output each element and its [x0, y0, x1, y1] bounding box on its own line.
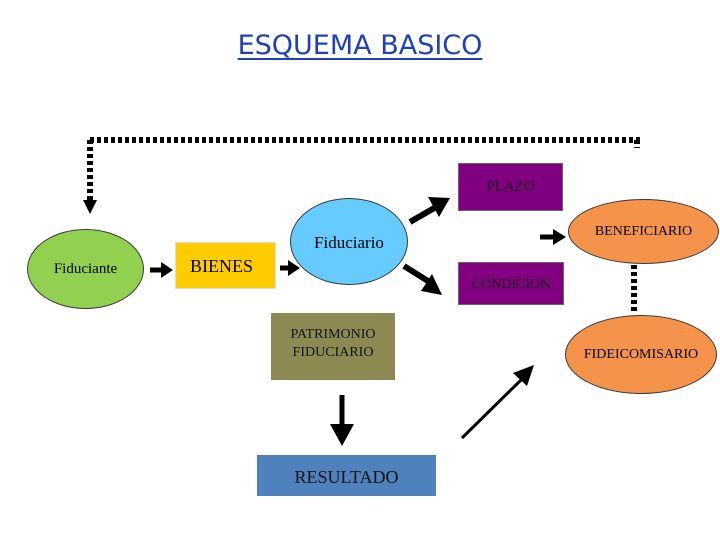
patrimonio-line-2: FIDUCIARIO — [292, 345, 374, 360]
dotted-loop — [83, 137, 640, 214]
arrow-fiduciario-plazo — [408, 197, 450, 225]
fideicomisario-node: FIDEICOMISARIO — [565, 315, 717, 394]
resultado-node: RESULTADO — [257, 455, 436, 496]
bienes-node: BIENES — [175, 242, 276, 289]
patrimonio-fiduciario-node: PATRIMONIO FIDUCIARIO — [271, 313, 395, 380]
condicion-node: CONDICION — [458, 262, 564, 305]
fiduciante-node: Fiduciante — [27, 229, 144, 309]
page-title: ESQUEMA BASICO — [237, 30, 483, 61]
arrow-plazo-beneficiario — [540, 229, 566, 245]
plazo-node: PLAZO — [458, 163, 563, 211]
arrow-fiduciario-condicion — [402, 263, 442, 295]
patrimonio-line-1: PATRIMONIO — [290, 327, 376, 342]
fiduciario-node: Fiduciario — [290, 198, 408, 285]
arrow-bienes-fiduciario — [280, 260, 300, 276]
arrow-patrimonio-resultado — [330, 395, 354, 446]
arrow-fiduciante-bienes — [150, 262, 173, 278]
beneficiario-node: BENEFICIARIO — [568, 199, 719, 264]
arrow-resultado-fideicomisario — [460, 365, 534, 440]
